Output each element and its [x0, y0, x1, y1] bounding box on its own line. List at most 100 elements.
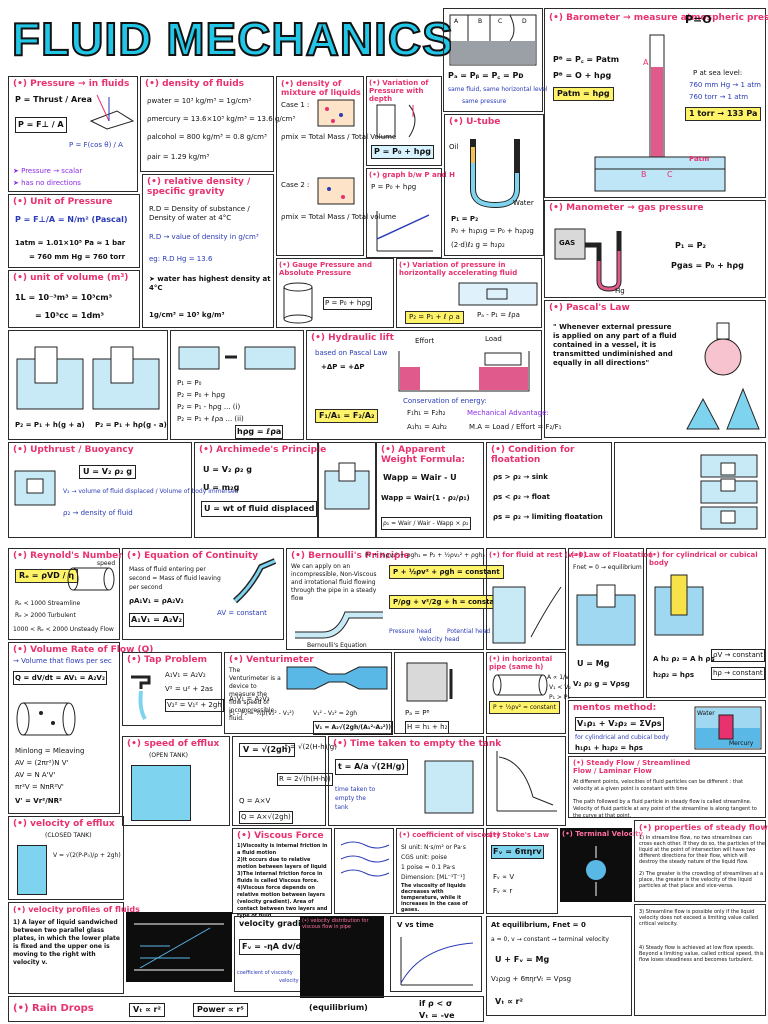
mentos-eq: V₁ρ₁ + V₂ρ₂ = ΣVρs [575, 717, 664, 731]
utube-line-1: P₁ = P₂ [451, 215, 479, 223]
horizontal-pipe-heading: (•) in horizontal pipe (same h) [489, 655, 553, 671]
bernoulli-equation-label: Bernoulli's Equation [307, 642, 367, 649]
floatation-diagrams-panel [614, 442, 766, 538]
volume-rate-note: → Volume that flows per sec [13, 657, 112, 665]
law-floatation-line-2: V₂ ρ₂ g = Vρsg [573, 680, 630, 688]
rain-drops-heading: (•) Rain Drops [13, 1003, 94, 1014]
rain-eq-3: (equilibrium) [309, 1003, 368, 1012]
p-vs-h-graph [376, 211, 433, 252]
graph-heading: (•) graph b/w P and H [369, 171, 455, 179]
manometer-panel: (•) Manometer → gas pressure GAS Hg P₁ =… [544, 200, 766, 298]
volume-rate-line-2: AV = (2πr²)N V' [15, 759, 69, 767]
unit-volume-line-1: 1L = 10⁻³m³ = 10³cm³ [15, 293, 113, 302]
viscous-p4: 4)Viscous force depends on relative moti… [237, 885, 328, 919]
mentos-mercury-label: Mercury [729, 740, 754, 747]
bernoulli-pipe [295, 611, 383, 639]
steady-flow-heading: (•) Steady Flow / Streamlined Flow / Lam… [573, 759, 691, 775]
density-air: ρair = 1.29 kg/m³ [147, 153, 210, 161]
efflux-heading: (•) speed of efflux [127, 739, 220, 749]
mentos-eq-2: h₁ρ₁ + h₂ρ₂ = hρs [575, 744, 643, 752]
unit-pressure-line-2: = 760 mm Hg = 760 torr [29, 253, 126, 261]
density-water: ρwater = 10³ kg/m³ = 1g/cm³ [147, 97, 252, 105]
empty-tank-panel: (•) Time taken to empty the tank t = A/a… [328, 736, 501, 826]
viscous-flow-diagram [340, 841, 390, 877]
hydraulic-lift-heading: (•) Hydraulic lift [311, 333, 394, 343]
stokes-line-1: Fᵥ ∝ V [493, 873, 515, 881]
accel-pressure-diagram [178, 346, 296, 370]
barometer-p0: P=O [685, 13, 712, 26]
pipe-flow-heading: (•) velocity distribution for viscous fl… [302, 918, 369, 930]
apparent-line-3: ρ₁ = Wair / Wair - Wapp × ρ₂ [381, 517, 471, 530]
variation-panel: (•) Variation of Pressure with depth P =… [366, 76, 442, 166]
tap-panel: (•) Tap Problem A₁V₁ = A₂V₂ V² = u² + 2a… [122, 652, 224, 726]
hydraulic-lift-panel: (•) Hydraulic lift based on Pascal Law +… [306, 330, 561, 440]
conservation-label: Conservation of energy: [403, 397, 487, 405]
hg-label: Hg [615, 287, 625, 295]
tap-diagram [131, 675, 151, 721]
archimedes-line-3: U = wt of fluid displaced [201, 501, 318, 517]
coefficient-heading: (•) coefficient of viscosity [399, 831, 501, 839]
sea-level-line-1: 760 mm Hg → 1 atm [689, 81, 762, 89]
utube-diagram [470, 139, 520, 209]
pressure-heading: (•) Pressure → in fluids [13, 79, 130, 89]
upthrust-note-1: V₂ → volume of fluid displaced / Volume … [63, 488, 239, 495]
v-vs-time-label: V vs time [397, 921, 434, 929]
mech-advantage-eq: M.A = Load / Effort = F₂/F₁ [469, 423, 562, 431]
terminal-velocity-dark-panel: (•) Terminal Velocity [560, 828, 643, 902]
unit-pressure-eq: P = F⊥/A = N/m² (Pascal) [15, 215, 128, 224]
fluid-rest-diagram [492, 586, 562, 644]
terminal-line-5: Vₜ ∝ r² [495, 997, 524, 1006]
utube-line-3: (2·d)ℓ₂ g = h₂ρ₂ [451, 241, 505, 249]
stokes-heading: (•) Stoke's Law [489, 831, 550, 839]
venturimeter-diagram [286, 666, 388, 690]
manometer-diagram [554, 228, 622, 292]
bernoulli-heading: (•) Bernoulli's Principle [291, 551, 410, 561]
relative-density-line-3: ➤ water has highest density at 4°C [149, 275, 271, 292]
velocity-profile-dark-panel [126, 912, 232, 982]
archimedes-heading: (•) Archimede's Principle [199, 445, 327, 455]
upthrust-panel: (•) Upthrust / Buoyancy U = V₂ ρ₂ g V₂ →… [8, 442, 238, 538]
relative-density-panel: (•) relative density / specific gravity … [142, 174, 274, 328]
pressure-eq-2: P = F⊥ / A [15, 117, 67, 133]
depth-diagram [376, 104, 416, 138]
case1-label: Case 1 : [281, 101, 310, 109]
relative-density-line-4: 1g/cm³ = 10³ kg/m³ [149, 311, 225, 319]
coefficient-dim: Dimension: [ML⁻¹T⁻¹] [401, 874, 465, 881]
efflux-eq: V = √(2gh) [239, 743, 296, 757]
efflux-tank-water [131, 765, 191, 821]
properties-p1: 1) In streamline flow, no two streamline… [639, 835, 765, 865]
coefficient-line-3: 1 poise = 0.1 Pa·s [401, 864, 456, 871]
mentos-panel: mentos method: V₁ρ₁ + V₂ρ₂ = ΣVρs for cy… [568, 700, 766, 754]
density-alcohol: ρalcohol = 800 kg/m³ = 0.8 g/cm³ [147, 133, 267, 141]
velocity-profiles-text: 1) A layer of liquid sandwiched between … [13, 919, 120, 966]
terminal-line-4: V₂ρ₂g + 6πηrVₜ = Vρsg [491, 975, 572, 983]
pipe-holes-diagram [16, 702, 76, 736]
terminal-line-3: U + Fᵥ = Mg [495, 955, 550, 964]
density-heading: (•) density of fluids [145, 79, 245, 89]
velocity-profiles-heading: (•) velocity profiles of fluids [13, 905, 140, 914]
mentos-diagram [694, 706, 762, 750]
properties-p3: 3) Streamline flow is possible only if t… [639, 909, 758, 927]
cylindrical-line-2: h₂ρ₂ = hρs [653, 671, 695, 679]
mixture-panel: (•) density of mixture of liquids Case 1… [276, 76, 396, 256]
sea-level-line-3: 1 torr → 133 Pa [685, 107, 762, 121]
patm-label: Patm [689, 155, 710, 163]
apparent-line-1: Wapp = Wair - U [383, 473, 457, 482]
closed-tank-label: (CLOSED TANK) [45, 832, 92, 839]
archimedes-line-2: U = m₂g [203, 483, 240, 492]
accel-pressure-panel: P₁ = P₀ P₂ = P₀ + hρg P₂ = P₁ - hρg ... … [170, 330, 304, 440]
floatation-line-3: ρs = ρ₂ → limiting floatation [493, 513, 603, 521]
law-floatation-line-1: U = Mg [577, 659, 610, 668]
volume-rate-line-5: V' = Vr²/NR² [15, 797, 63, 805]
barometer-line-1: Pᴮ = P꜀ = Patm [553, 55, 620, 64]
barometer-panel: (•) Barometer → measure atmospheric pres… [544, 8, 768, 198]
coefficient-panel: (•) coefficient of viscosity SI unit: N·… [396, 828, 501, 914]
properties-heading: (•) properties of steady flow [639, 823, 768, 832]
pressure-head-label: Pressure head [389, 628, 432, 635]
terminal-velocity-diagram [586, 846, 606, 896]
efflux-q2: Q = A×√(2gh) [239, 811, 293, 824]
float-diagram [324, 462, 370, 510]
fluid-rest-heading: (•) for fluid at rest (v=0) [489, 551, 587, 559]
tap-line-1: A₁V₁ = A₂V₂ [165, 671, 206, 679]
floatation-line-1: ρs > ρ₂ → sink [493, 473, 548, 481]
